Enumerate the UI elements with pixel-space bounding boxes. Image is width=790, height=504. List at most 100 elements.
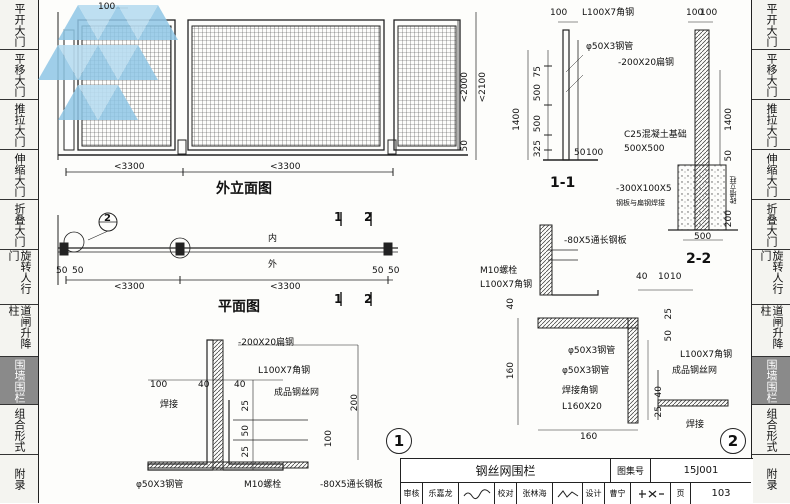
s22-dim-500: 500 xyxy=(694,232,712,242)
d2-bolt: M10螺栓 xyxy=(480,266,518,276)
sidebar-item-weiqiang[interactable]: 围墙围栏 xyxy=(752,357,790,405)
right-sidebar: 平开大门 平移大门 推拉大门 伸缩大门 折叠大门 旋转人行门 道闸升降柱 围墙围… xyxy=(751,0,790,503)
title-block: 钢丝网围栏 图集号 15J001 审核 乐嘉龙 校对 张林海 设计 曹宁 页 1… xyxy=(400,458,753,504)
sidebar-item-tuila[interactable]: 推拉大门 xyxy=(0,100,38,150)
d1-pipe: φ50X3钢管 xyxy=(136,480,184,490)
sidebar-item-zhedie[interactable]: 折叠大门 xyxy=(0,200,38,250)
sidebar-item-xuanzhuan[interactable]: 旋转人行门 xyxy=(752,250,790,305)
section-2-2 xyxy=(668,21,738,241)
left-sidebar: 平开大门 平移大门 推拉大门 伸缩大门 折叠大门 旋转人行门 道闸升降柱 围墙围… xyxy=(0,0,39,503)
sidebar-item-shensuo[interactable]: 伸缩大门 xyxy=(752,150,790,200)
check-label: 校对 xyxy=(495,483,517,504)
d2-pipe: φ50X3钢管 xyxy=(568,346,616,356)
d2-dim-25: 25 xyxy=(664,308,674,320)
section-mark-2-bottom: 2 xyxy=(364,292,373,306)
section-1-1 xyxy=(527,21,598,161)
page-label: 页 xyxy=(671,483,691,504)
atlas-number: 15J001 xyxy=(651,459,751,483)
s22-size: 500X500 xyxy=(624,144,665,154)
dim-50-elev: 50 xyxy=(460,140,470,152)
sidebar-item-pingkai[interactable]: 平开大门 xyxy=(752,0,790,50)
dim-50-plan-4: 50 xyxy=(388,266,400,276)
d2-weld2: 焊接 xyxy=(686,420,705,430)
s22-flat-bar: -200X20扁钢 xyxy=(618,58,675,68)
s11-angle: L100X7角钢 xyxy=(582,8,635,18)
s22-dim-50: 50 xyxy=(724,150,734,162)
s22-dim-100a: 100 xyxy=(686,8,704,18)
d2-dim-40: 40 xyxy=(506,298,516,310)
d1-angle: L100X7角钢 xyxy=(258,366,311,376)
sidebar-item-xuanzhuan[interactable]: 旋转人行门 xyxy=(0,250,38,305)
s11-dim-1400: 1400 xyxy=(512,108,522,131)
detail-callout-2: 2 xyxy=(104,213,111,224)
dim-100: 100 xyxy=(98,2,116,12)
d2-angle2: L160X20 xyxy=(562,402,602,412)
s11-dim-50: 50 xyxy=(574,148,586,158)
d2-plate: -80X5通长钢板 xyxy=(564,236,627,246)
d1-dim-40b: 40 xyxy=(234,380,246,390)
d1-dim-40a: 40 xyxy=(198,380,210,390)
s22-dim-1400: 1400 xyxy=(724,108,734,131)
s22-dim-100b: 100 xyxy=(700,8,718,18)
d2-dim-40a: 40 xyxy=(636,272,648,282)
designer-signature xyxy=(631,483,671,504)
d1-dim-25a: 25 xyxy=(241,400,251,412)
d1-dim-100b: 100 xyxy=(324,430,334,448)
plan-inner: 内 xyxy=(268,234,278,244)
s22-wall-note: 砖墙立柱 xyxy=(729,176,737,204)
d1-dim-200: 200 xyxy=(350,394,360,412)
d1-mesh: 成品钢丝网 xyxy=(274,388,320,398)
plan-outer: 外 xyxy=(268,260,278,270)
dim-3300-elev-a: <3300 xyxy=(114,162,145,172)
sidebar-item-zuhe[interactable]: 组合形式 xyxy=(752,405,790,455)
section-2-2-title: 2-2 xyxy=(686,251,712,267)
d2-dim-25b: 25 xyxy=(654,406,664,418)
dim-2100: <2100 xyxy=(478,72,488,103)
sidebar-item-weiqiang[interactable]: 围墙围栏 xyxy=(0,357,38,405)
plan-view xyxy=(57,212,398,306)
detail-2 xyxy=(517,224,729,431)
d1-weld: 焊接 xyxy=(160,400,179,410)
sidebar-item-daozha[interactable]: 道闸升降柱 xyxy=(752,305,790,357)
dim-3300-plan-b: <3300 xyxy=(270,282,301,292)
review-label: 审核 xyxy=(401,483,423,504)
sidebar-item-tuila[interactable]: 推拉大门 xyxy=(752,100,790,150)
sidebar-item-shensuo[interactable]: 伸缩大门 xyxy=(0,150,38,200)
sidebar-item-pingyi[interactable]: 平移大门 xyxy=(0,50,38,100)
d2-dim-40c: 40 xyxy=(654,386,664,398)
section-mark-1-bottom: 1 xyxy=(334,292,343,306)
d2-dim-160b: 160 xyxy=(580,432,598,442)
s11-dim-500a: 500 xyxy=(533,84,543,102)
s11-dim-75: 75 xyxy=(533,66,543,78)
s11-dim-500b: 500 xyxy=(533,115,543,133)
elevation-title: 外立面图 xyxy=(216,181,272,197)
sidebar-item-zhedie[interactable]: 折叠大门 xyxy=(752,200,790,250)
reviewer-name: 乐嘉龙 xyxy=(423,483,459,504)
sidebar-item-daozha[interactable]: 道闸升降柱 xyxy=(0,305,38,357)
drawing-title: 钢丝网围栏 xyxy=(401,459,611,483)
section-mark-1-top: 1 xyxy=(334,210,343,224)
page-number: 103 xyxy=(711,488,731,499)
sidebar-item-fulu[interactable]: 附录 xyxy=(765,468,778,490)
d1-dim-25b: 25 xyxy=(241,446,251,458)
s11-dim-100b: 100 xyxy=(586,148,604,158)
designer-name: 曹宁 xyxy=(605,483,631,504)
checker-name: 张林海 xyxy=(517,483,553,504)
d2-dim-10b: 10 xyxy=(670,272,682,282)
sidebar-item-fulu[interactable]: 附录 xyxy=(13,468,26,490)
sidebar-item-zuhe[interactable]: 组合形式 xyxy=(0,405,38,455)
sidebar-item-pingyi[interactable]: 平移大门 xyxy=(752,50,790,100)
d2-dim-160a: 160 xyxy=(506,362,516,380)
publisher-logo xyxy=(38,5,178,120)
detail-1-marker: 1 xyxy=(386,428,412,454)
d1-dim-100: 100 xyxy=(150,380,168,390)
d2-pipe2: φ50X3钢管 xyxy=(562,366,610,376)
s22-plate: -300X100X5 xyxy=(616,184,672,194)
d2-weld: 焊接角钢 xyxy=(562,386,599,396)
s22-weld-note: 钢板与扁钢焊接 xyxy=(616,199,665,207)
d1-bolt: M10螺栓 xyxy=(244,480,282,490)
detail-2-marker: 2 xyxy=(720,428,746,454)
d2-dim-10a: 10 xyxy=(658,272,670,282)
sidebar-item-pingkai[interactable]: 平开大门 xyxy=(0,0,38,50)
d1-dim-50: 50 xyxy=(241,425,251,437)
